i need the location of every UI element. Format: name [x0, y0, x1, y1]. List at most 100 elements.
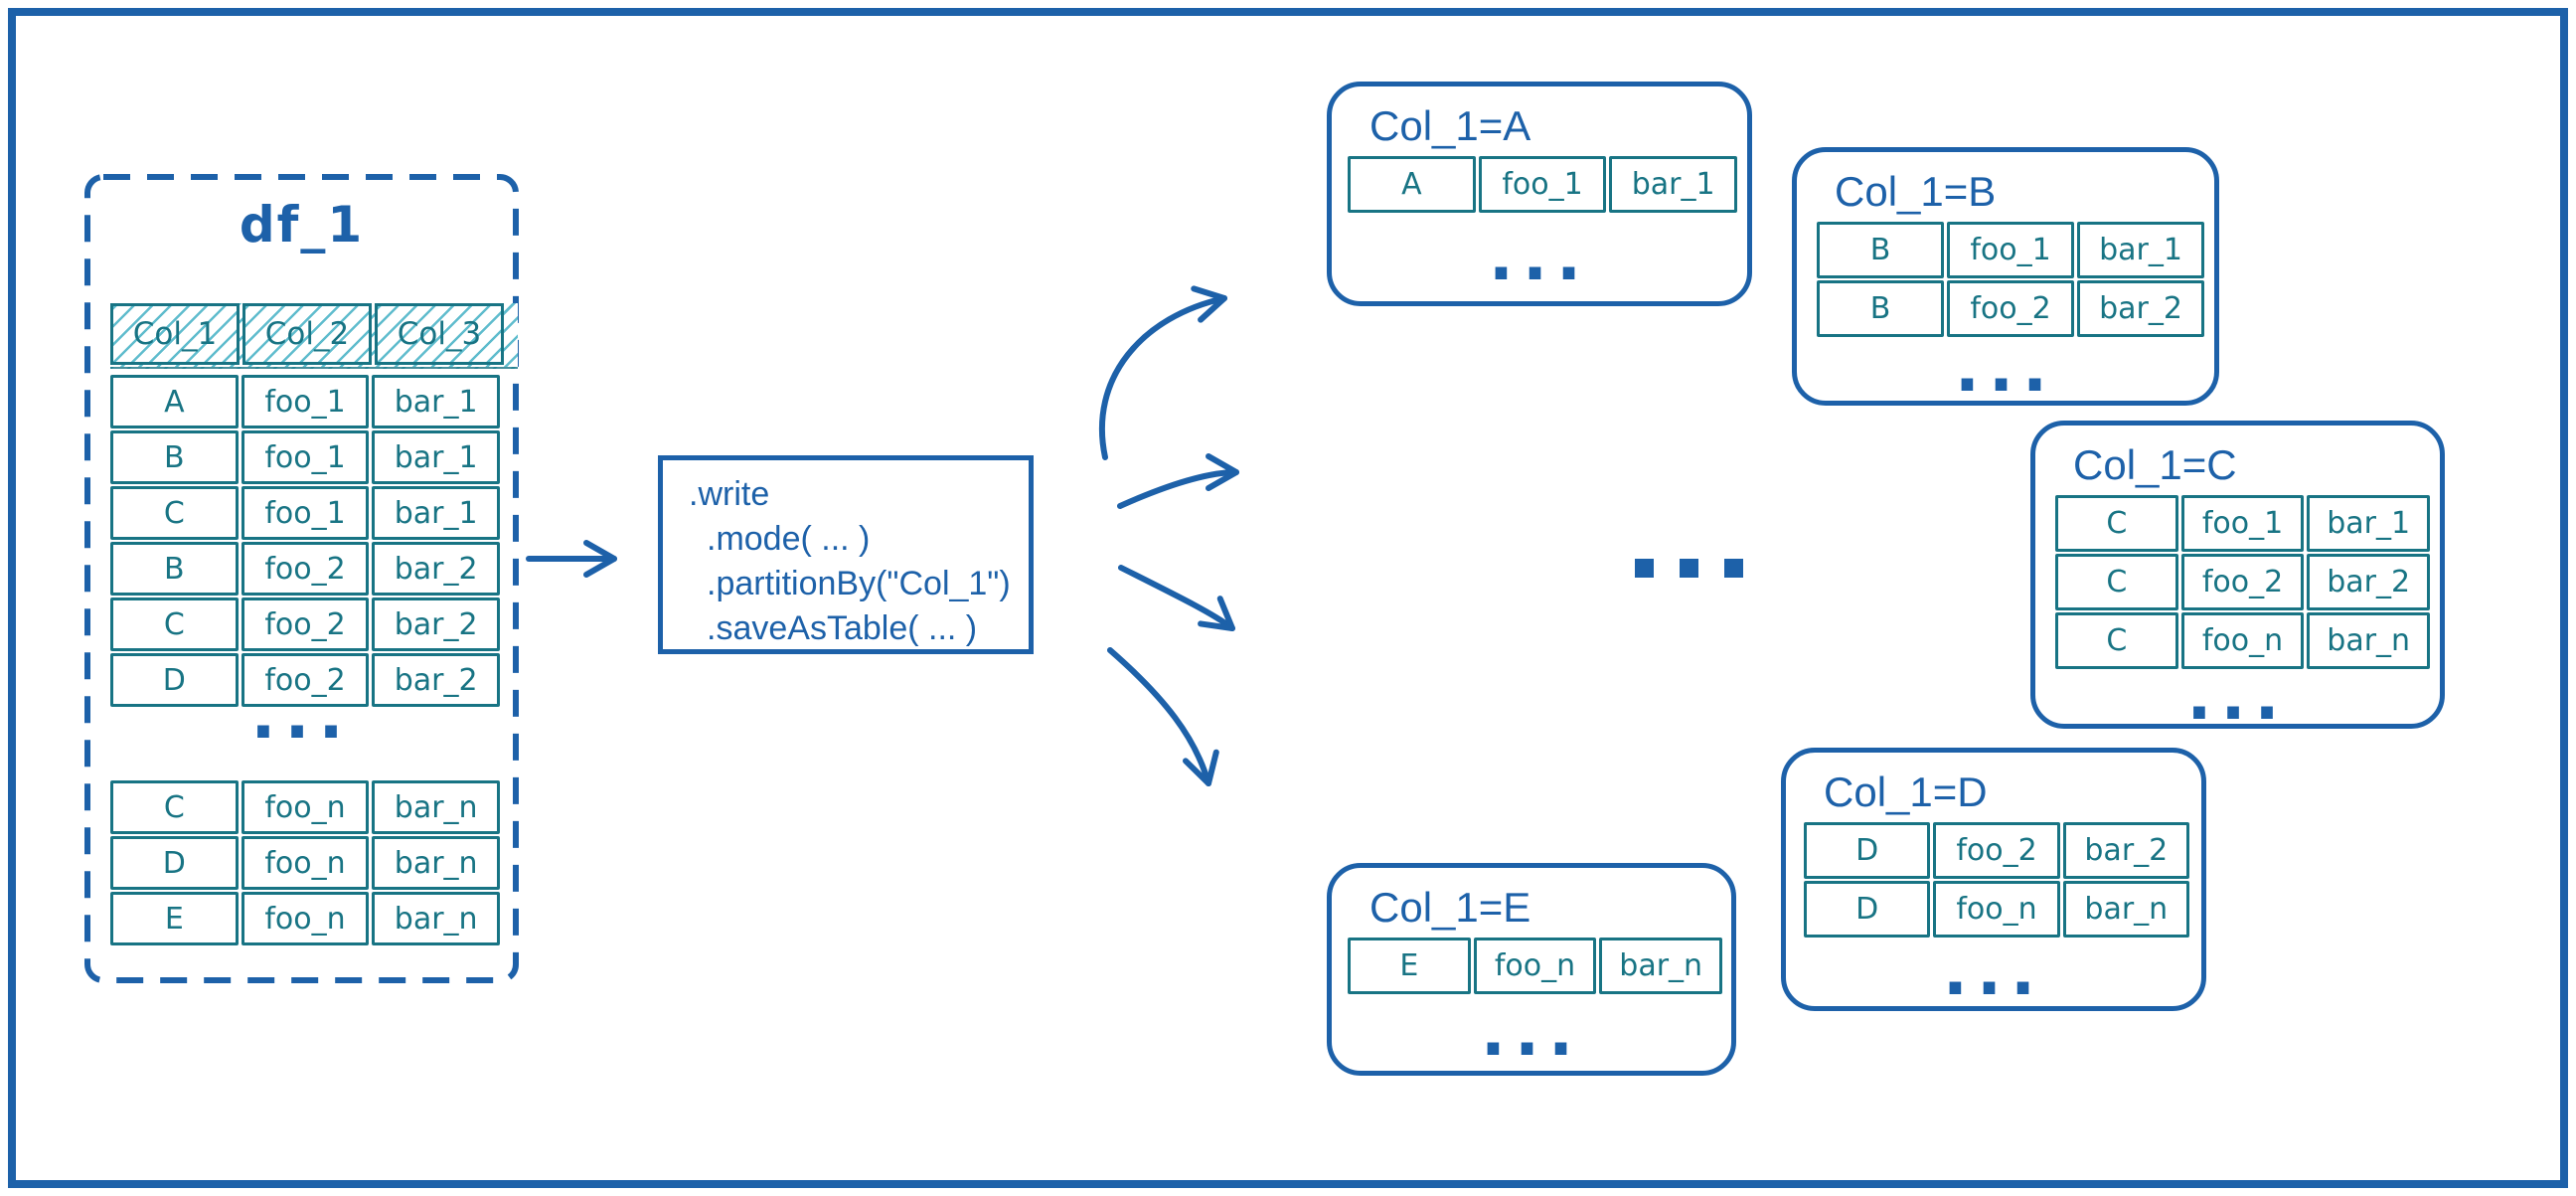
table-cell: foo_1	[1947, 222, 2074, 278]
dataframe-title: df_1	[239, 196, 365, 254]
ellipsis-square	[1635, 559, 1654, 578]
table-cell: foo_2	[241, 598, 370, 651]
header-cell: Col_2	[242, 303, 372, 365]
code-line: .mode( ... )	[707, 520, 871, 558]
table-cell: foo_2	[241, 542, 370, 596]
dataframe-ellipsis: ...	[250, 677, 353, 754]
table-cell: bar_n	[2307, 612, 2431, 669]
table-cell: bar_2	[372, 598, 501, 651]
table-cell: foo_n	[241, 836, 370, 890]
table-cell: foo_2	[2180, 554, 2305, 610]
table-cell: foo_n	[1473, 938, 1597, 994]
table-cell: C	[110, 486, 239, 540]
table-cell: B	[1817, 222, 1944, 278]
table-cell: D	[1804, 822, 1931, 879]
header-cell: Col_3	[375, 303, 504, 365]
table-cell: bar_1	[372, 486, 501, 540]
code-line: .saveAsTable( ... )	[707, 609, 978, 647]
table-cell: foo_2	[1933, 822, 2060, 879]
table-cell: C	[2055, 495, 2178, 552]
table-cell: bar_n	[2062, 881, 2189, 938]
table-cell: bar_1	[2077, 222, 2204, 278]
code-line: .partitionBy("Col_1")	[707, 565, 1011, 602]
table-cell: D	[110, 836, 239, 890]
table-cell: A	[1348, 156, 1476, 213]
table-cell: foo_1	[241, 430, 370, 484]
table-cell: B	[1817, 280, 1944, 337]
code-line: .write	[689, 475, 770, 513]
header-cell: Col_1	[110, 303, 240, 365]
partition-ellipsis: ...	[1488, 218, 1591, 295]
table-cell: bar_n	[372, 780, 501, 834]
ellipsis-square	[1680, 559, 1698, 578]
ellipsis-square	[1724, 559, 1743, 578]
partition-ellipsis: ...	[1954, 330, 2057, 407]
partition-ellipsis: ...	[2186, 657, 2289, 735]
table-cell: bar_n	[372, 836, 501, 890]
table-cell: foo_n	[1933, 881, 2060, 938]
table-cell: foo_1	[241, 375, 370, 428]
table-cell: B	[110, 542, 239, 596]
table-cell: D	[110, 653, 239, 707]
table-cell: bar_2	[2077, 280, 2204, 337]
partition-title: Col_1=E	[1369, 884, 1531, 931]
partition-title: Col_1=C	[2073, 441, 2237, 488]
table-cell: C	[2055, 554, 2178, 610]
table-cell: bar_1	[2307, 495, 2431, 552]
table-cell: C	[110, 780, 239, 834]
outer-frame	[8, 8, 2568, 1188]
partition-ellipsis: ...	[1942, 933, 2045, 1010]
table-cell: foo_2	[241, 653, 370, 707]
partition-title: Col_1=D	[1824, 769, 1988, 815]
table-cell: D	[1804, 881, 1931, 938]
table-cell: bar_2	[372, 542, 501, 596]
table-cell: foo_n	[2180, 612, 2305, 669]
table-cell: E	[1348, 938, 1471, 994]
table-cell: bar_1	[372, 430, 501, 484]
table-cell: C	[2055, 612, 2178, 669]
table-cell: bar_1	[1609, 156, 1738, 213]
table-cell: foo_1	[1478, 156, 1607, 213]
middle-ellipsis	[1635, 559, 1743, 578]
table-cell: B	[110, 430, 239, 484]
table-cell: bar_2	[2062, 822, 2189, 879]
write-code-box: .write .mode( ... ) .partitionBy("Col_1"…	[658, 455, 1034, 654]
table-cell: foo_n	[241, 780, 370, 834]
table-cell: foo_2	[1947, 280, 2074, 337]
table-cell: bar_2	[2307, 554, 2431, 610]
table-cell: foo_1	[2180, 495, 2305, 552]
table-cell: bar_n	[1599, 938, 1723, 994]
table-cell: E	[110, 892, 239, 945]
table-cell: bar_n	[372, 892, 501, 945]
table-cell: A	[110, 375, 239, 428]
partition-title: Col_1=A	[1369, 102, 1531, 149]
